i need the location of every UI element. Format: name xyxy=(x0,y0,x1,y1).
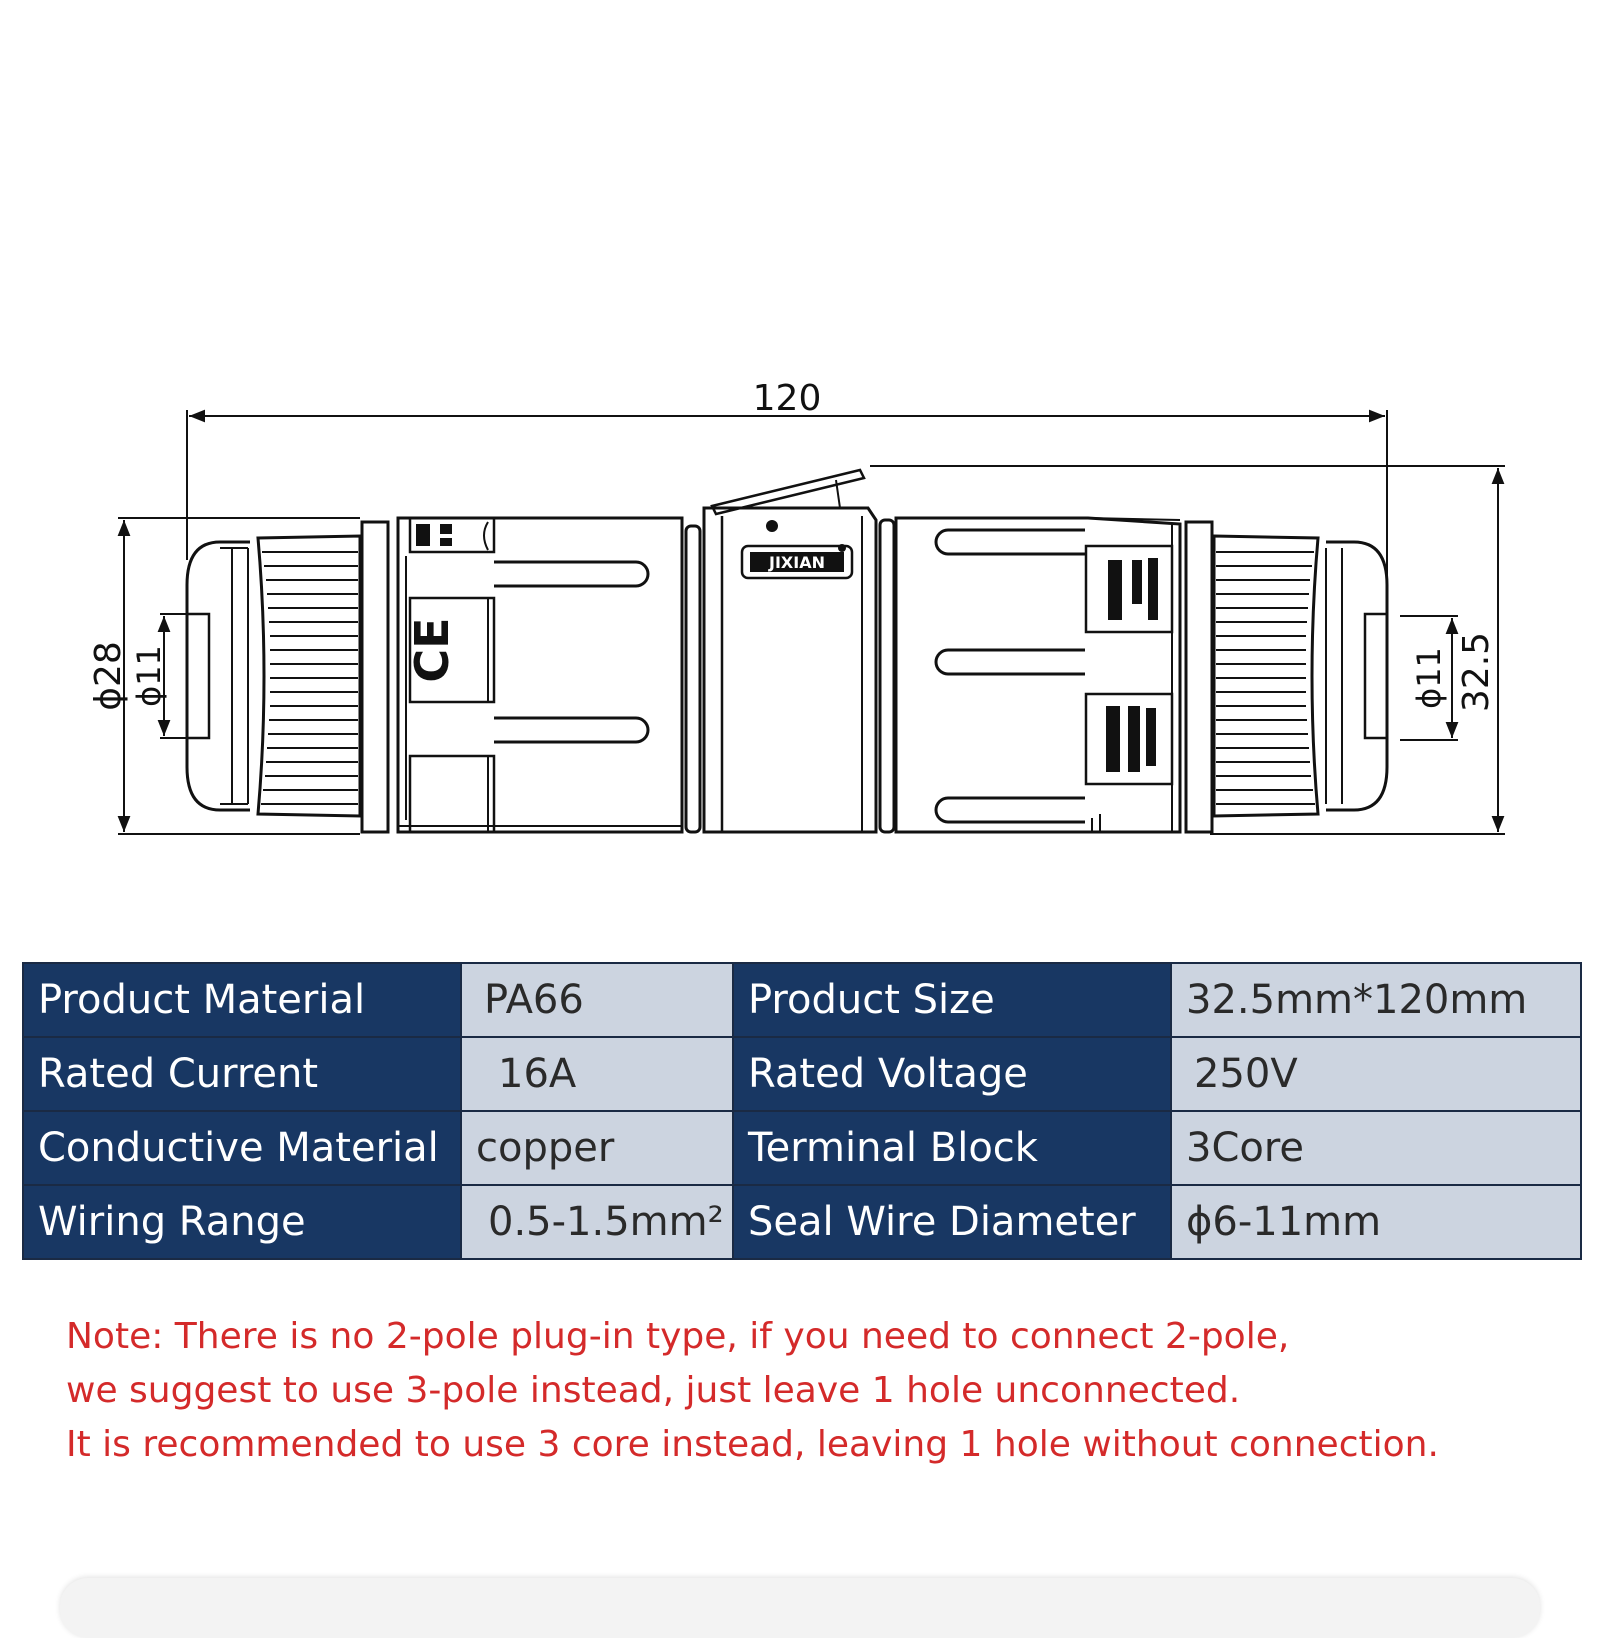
spec-table: Product Material PA66 Product Size 32.5m… xyxy=(22,962,1582,1260)
left-body: CE xyxy=(396,516,684,834)
spec-value: ϕ6-11mm xyxy=(1170,1184,1582,1260)
spec-value: PA66 xyxy=(460,962,734,1038)
spec-label: Rated Voltage xyxy=(732,1036,1172,1112)
spec-value: 32.5mm*120mm xyxy=(1170,962,1582,1038)
brand-mark: JIXIAN xyxy=(768,553,825,572)
bottom-card-edge xyxy=(60,1578,1540,1638)
right-body xyxy=(894,516,1182,834)
spec-label: Wiring Range xyxy=(22,1184,462,1260)
table-row: Conductive Material copper Terminal Bloc… xyxy=(22,1110,1582,1186)
dimension-outer-diameter: ϕ28 xyxy=(88,517,360,835)
ce-mark: CE xyxy=(405,617,459,682)
dim-height-label: 32.5 xyxy=(1456,632,1497,712)
note-text: Note: There is no 2-pole plug-in type, i… xyxy=(66,1310,1566,1472)
table-row: Wiring Range 0.5-1.5mm² Seal Wire Diamet… xyxy=(22,1184,1582,1260)
spec-label: Product Material xyxy=(22,962,462,1038)
spec-value: copper xyxy=(460,1110,734,1186)
note-line-3: It is recommended to use 3 core instead,… xyxy=(66,1424,1439,1465)
dimension-length: 120 xyxy=(186,378,1388,615)
left-end-cap xyxy=(185,540,250,812)
spec-value: 3Core xyxy=(1170,1110,1582,1186)
spec-value: 16A xyxy=(460,1036,734,1112)
spec-value: 0.5-1.5mm² xyxy=(460,1184,734,1260)
spec-label: Seal Wire Diameter xyxy=(732,1184,1172,1260)
table-row: Product Material PA66 Product Size 32.5m… xyxy=(22,962,1582,1038)
dimension-height: 32.5 xyxy=(870,465,1505,835)
spec-label: Terminal Block xyxy=(732,1110,1172,1186)
coupling-ring-2 xyxy=(878,518,896,834)
right-flange xyxy=(1184,520,1214,834)
note-line-1: Note: There is no 2-pole plug-in type, i… xyxy=(66,1316,1290,1357)
note-line-2: we suggest to use 3-pole instead, just l… xyxy=(66,1370,1241,1411)
dim-length-label: 120 xyxy=(753,378,822,419)
dimension-cable-left: ϕ11 xyxy=(130,613,205,739)
dim-outer-diameter-label: ϕ28 xyxy=(88,641,129,711)
spec-label: Conductive Material xyxy=(22,1110,462,1186)
left-flange xyxy=(360,520,390,834)
dimension-cable-right: ϕ11 xyxy=(1400,615,1459,741)
right-end-cap xyxy=(1325,540,1389,812)
table-row: Rated Current 16A Rated Voltage 250V xyxy=(22,1036,1582,1112)
dim-cable-left-label: ϕ11 xyxy=(130,645,168,707)
right-grip-nut xyxy=(1212,534,1320,818)
spec-value: 250V xyxy=(1170,1036,1582,1112)
connector-drawing: 120 ϕ28 ϕ11 ϕ11 32.5 xyxy=(88,378,1505,835)
coupling-ring xyxy=(684,524,702,834)
spec-label: Rated Current xyxy=(22,1036,462,1112)
spec-label: Product Size xyxy=(732,962,1172,1038)
center-latch: JIXIAN xyxy=(702,468,878,834)
left-grip-nut xyxy=(256,534,362,818)
dim-cable-right-label: ϕ11 xyxy=(1410,647,1448,709)
